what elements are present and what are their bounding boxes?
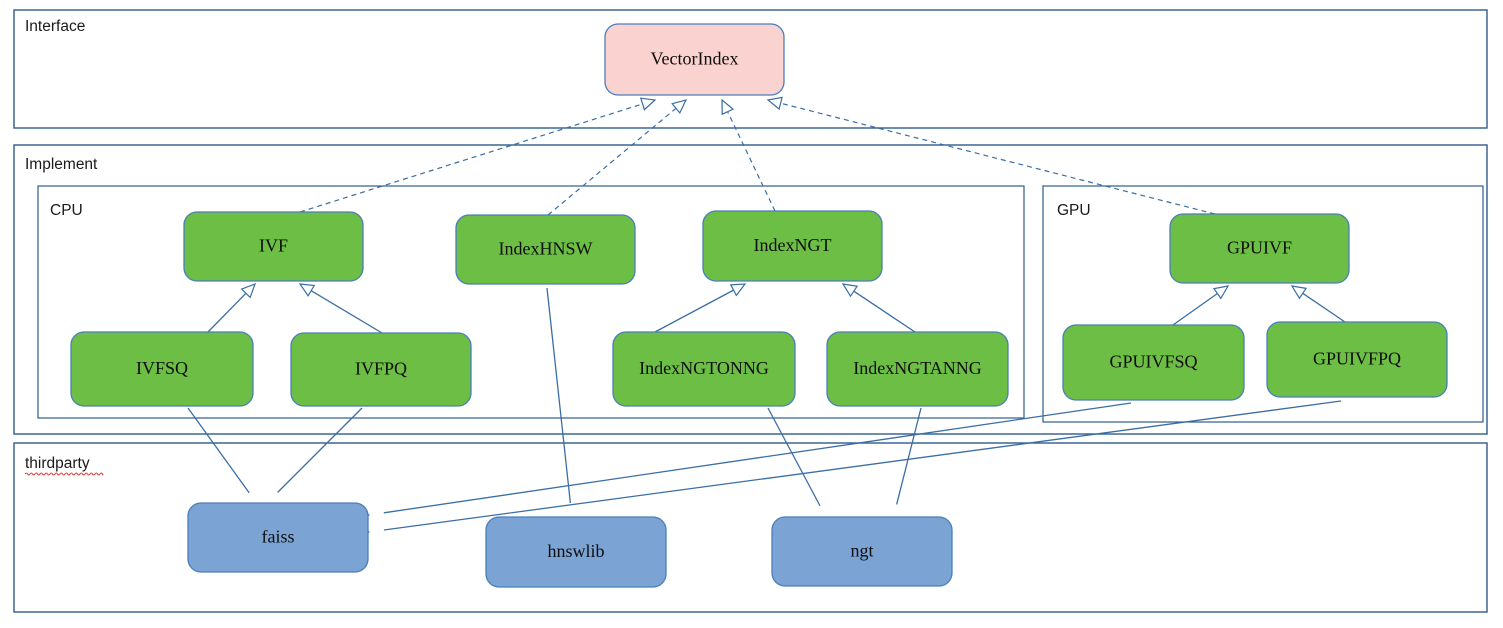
node-box[interactable] <box>612 331 796 407</box>
node-ivfsq[interactable]: IVFSQ <box>70 331 254 407</box>
node-ngt[interactable]: ngt <box>771 516 953 587</box>
edge-indexngt-vectorindex <box>721 98 776 212</box>
node-box[interactable] <box>1266 321 1448 398</box>
node-label: GPUIVFPQ <box>1313 349 1401 369</box>
edge-gpuivfpq-gpuivf <box>1290 285 1346 323</box>
edge-line <box>1302 292 1346 323</box>
edge-indexhnsw-vectorindex <box>547 99 688 216</box>
node-gpuivfpq[interactable]: GPUIVFPQ <box>1266 321 1448 398</box>
edge-indexngtonng-indexngt <box>654 283 747 333</box>
node-label: IVFPQ <box>355 359 407 379</box>
edge-line <box>277 407 363 493</box>
node-box[interactable] <box>604 23 785 96</box>
node-ivf[interactable]: IVF <box>183 211 364 282</box>
spellcheck-squiggle-icon <box>24 472 104 476</box>
edge-line <box>767 407 821 507</box>
node-label: IVFSQ <box>136 358 188 378</box>
node-gpuivf[interactable]: GPUIVF <box>1169 213 1350 284</box>
generalization-arrowhead-icon <box>721 98 735 116</box>
generalization-arrowhead-icon <box>240 282 257 299</box>
group-label-thirdparty: thirdparty <box>25 455 90 472</box>
edge-ivfpq-ivf <box>298 283 383 334</box>
node-label: IndexNGT <box>754 235 832 255</box>
group-label-cpu: CPU <box>50 202 83 219</box>
node-label: IndexNGTONNG <box>639 358 769 378</box>
node-label: IndexHNSW <box>499 239 593 259</box>
node-label: faiss <box>262 527 295 547</box>
edge-line <box>310 290 383 334</box>
edge-line <box>896 407 922 505</box>
generalization-arrowhead-icon <box>639 97 657 111</box>
edge-line <box>187 407 250 494</box>
node-hnswlib[interactable]: hnswlib <box>485 516 667 588</box>
node-label: GPUIVF <box>1227 238 1292 258</box>
node-box[interactable] <box>826 331 1009 407</box>
generalization-arrowhead-icon <box>1290 285 1308 300</box>
edge-line <box>654 289 734 333</box>
edge-line <box>853 290 916 333</box>
group-label-interface: Interface <box>25 18 85 35</box>
node-box[interactable] <box>1169 213 1350 284</box>
edge-line <box>727 111 776 212</box>
generalization-arrowhead-icon <box>729 283 747 297</box>
edge-line <box>207 292 247 333</box>
edge-ivfsq-ivf <box>207 282 257 333</box>
annotations <box>24 472 104 476</box>
node-label: hnswlib <box>547 541 604 561</box>
edge-line <box>547 107 677 216</box>
node-faiss[interactable]: faiss <box>187 502 369 573</box>
edge-line <box>1172 292 1218 326</box>
node-gpuivfsq[interactable]: GPUIVFSQ <box>1062 324 1245 401</box>
edge-gpuivf-vectorindex <box>766 96 1216 215</box>
node-indexngtonng[interactable]: IndexNGTONNG <box>612 331 796 407</box>
edge-line <box>383 402 1132 514</box>
node-box[interactable] <box>1062 324 1245 401</box>
edge-line <box>546 287 572 504</box>
node-vectorindex[interactable]: VectorIndex <box>604 23 785 96</box>
node-box[interactable] <box>702 210 883 282</box>
generalization-arrowhead-icon <box>671 99 688 115</box>
node-box[interactable] <box>183 211 364 282</box>
node-box[interactable] <box>771 516 953 587</box>
node-indexhnsw[interactable]: IndexHNSW <box>455 214 636 285</box>
node-box[interactable] <box>485 516 667 588</box>
generalization-arrowhead-icon <box>1212 285 1230 300</box>
node-label: GPUIVFSQ <box>1109 352 1197 372</box>
edge-line <box>780 102 1216 215</box>
edge-line <box>383 400 1342 531</box>
node-ivfpq[interactable]: IVFPQ <box>290 332 472 407</box>
edge-indexngtanng-indexngt <box>841 283 916 333</box>
node-box[interactable] <box>70 331 254 407</box>
node-label: VectorIndex <box>651 49 739 69</box>
node-label: ngt <box>850 541 873 561</box>
generalization-arrowhead-icon <box>766 96 783 111</box>
edge-ivf-vectorindex <box>299 97 657 213</box>
node-label: IndexNGTANNG <box>853 358 982 378</box>
group-label-implement: Implement <box>25 156 98 173</box>
node-indexngt[interactable]: IndexNGT <box>702 210 883 282</box>
node-box[interactable] <box>455 214 636 285</box>
node-indexngtanng[interactable]: IndexNGTANNG <box>826 331 1009 407</box>
edge-line <box>299 103 643 213</box>
group-label-gpu: GPU <box>1057 202 1091 219</box>
generalization-arrowhead-icon <box>841 283 859 298</box>
edge-gpuivfsq-gpuivf <box>1172 285 1230 326</box>
generalization-arrowhead-icon <box>298 283 316 297</box>
node-label: IVF <box>259 236 288 256</box>
node-box[interactable] <box>187 502 369 573</box>
node-box[interactable] <box>290 332 472 407</box>
